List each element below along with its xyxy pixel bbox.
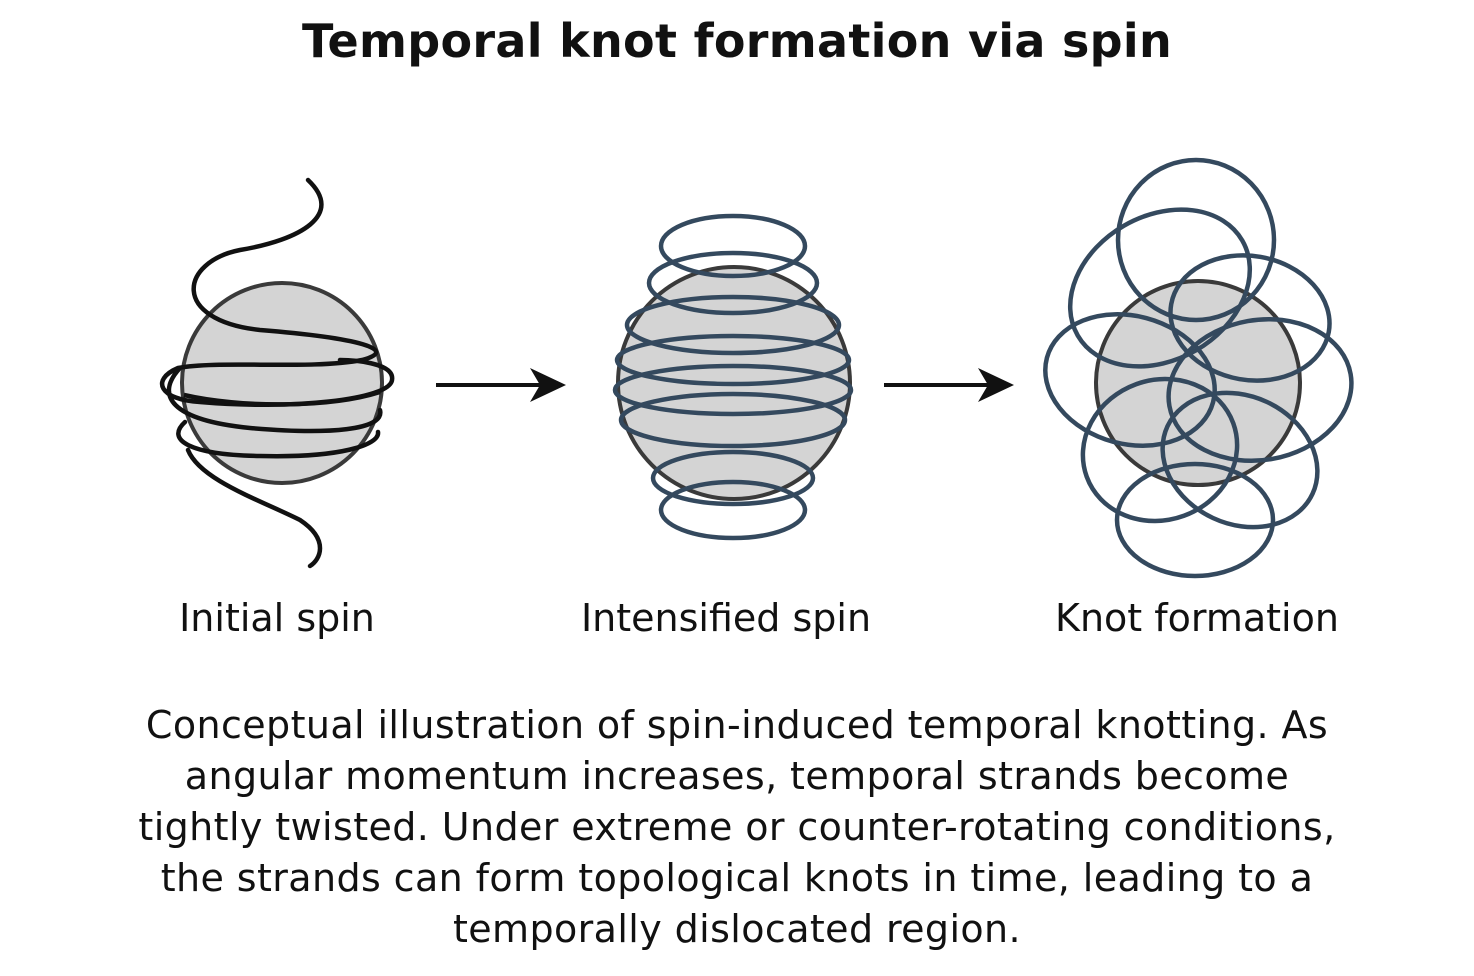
helix-front-band: [183, 389, 381, 407]
stage-label-intensified: Intensified spin: [580, 596, 872, 640]
caption-line: Conceptual illustration of spin-induced …: [145, 703, 1329, 747]
arrow-1: [436, 368, 566, 402]
sphere-initial: [180, 281, 384, 485]
caption-line: angular momentum increases, temporal str…: [184, 754, 1290, 798]
diagram-title: Temporal knot formation via spin: [301, 14, 1172, 68]
figure-caption: Conceptual illustration of spin-induced …: [70, 700, 1404, 955]
arrow-2: [884, 368, 1014, 402]
helix-strand: [159, 177, 395, 569]
stage-label-knot: Knot formation: [1055, 596, 1339, 640]
coil-rings: [612, 213, 854, 541]
stage-intensified-spin: [612, 213, 854, 541]
caption-line: the strands can form topological knots i…: [160, 856, 1314, 900]
stage-label-initial: Initial spin: [179, 596, 375, 640]
sphere-knot: [1094, 279, 1302, 487]
stage-initial-spin: [159, 177, 395, 569]
caption-line: tightly twisted. Under extreme or counte…: [138, 805, 1336, 849]
stage-knot-formation: [1043, 157, 1354, 579]
caption-line: temporally dislocated region.: [452, 907, 1022, 951]
knot-loops: [1043, 157, 1354, 579]
